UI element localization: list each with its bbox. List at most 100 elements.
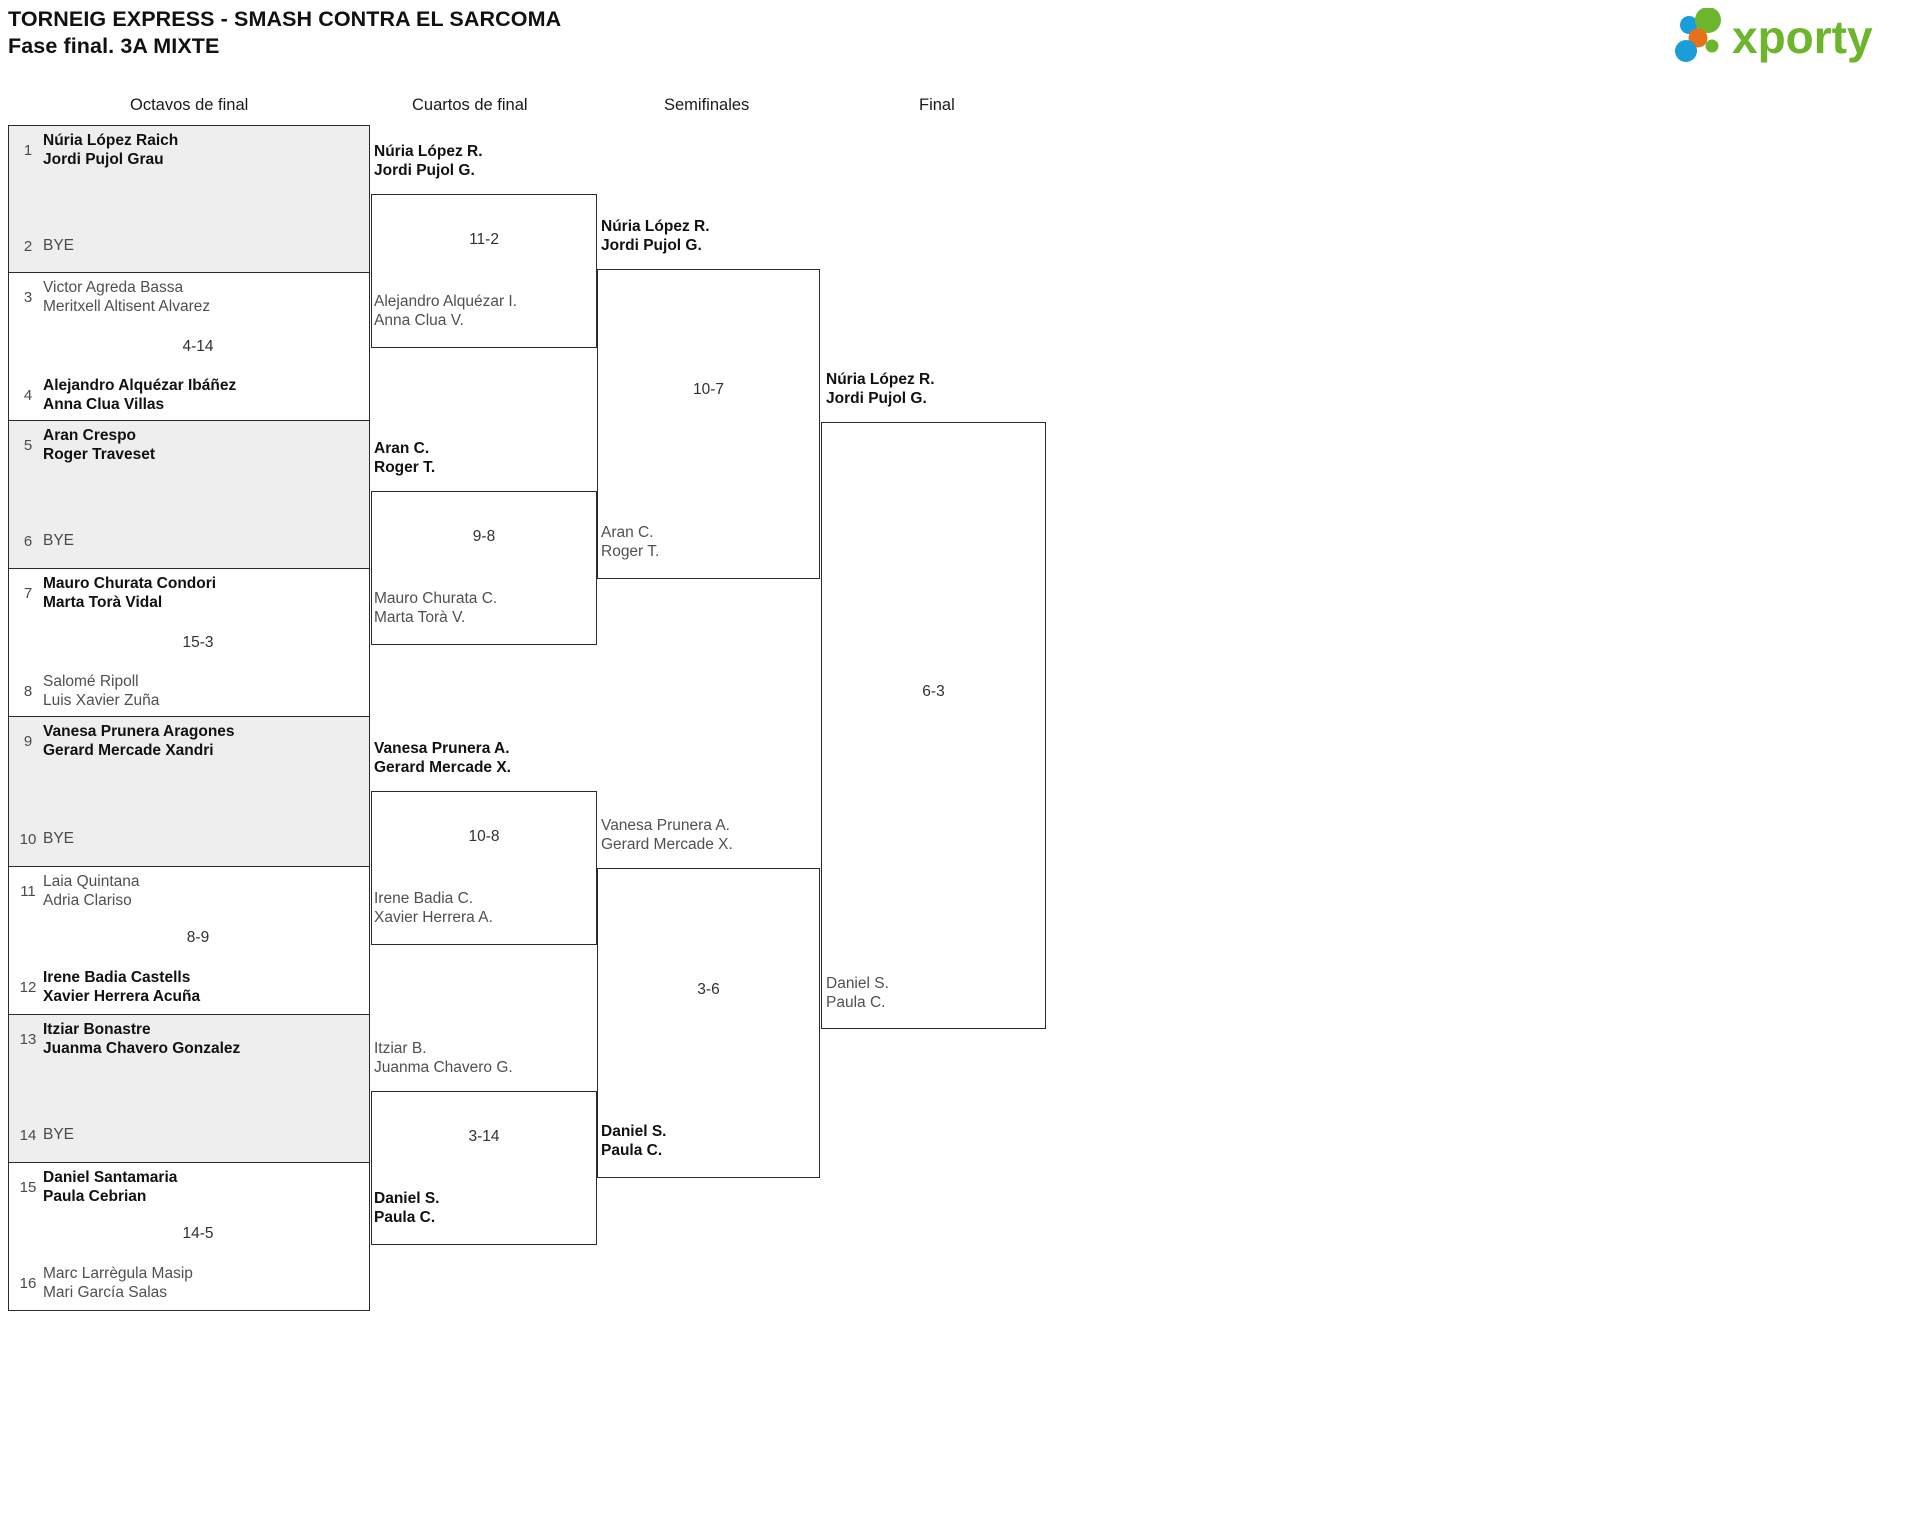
r16-block-1[interactable]: 1 Núria López Raich Jordi Pujol Grau 2 B… — [8, 125, 370, 273]
player-names: Victor Agreda Bassa Meritxell Altisent A… — [43, 279, 211, 315]
r16-slot-6[interactable]: 6 BYE — [9, 521, 369, 565]
player-names: Salomé Ripoll Luis Xavier Zuña — [43, 673, 160, 709]
seed-number: 16 — [19, 1275, 37, 1292]
r16-slot-4[interactable]: 4 Alejandro Alquézar Ibáñez Anna Clua Vi… — [9, 375, 369, 419]
bye-label: BYE — [43, 830, 75, 847]
qf2-matchbox[interactable] — [371, 491, 597, 645]
r16-block-2[interactable]: 3 Victor Agreda Bassa Meritxell Altisent… — [8, 273, 370, 421]
logo-dot-green-small — [1705, 39, 1719, 53]
seed-number: 3 — [23, 289, 33, 306]
qf1-top-names[interactable]: Núria López R. Jordi Pujol G. — [374, 143, 483, 179]
logo-dot-blue-bottom — [1675, 40, 1697, 62]
r16-slot-10[interactable]: 10 BYE — [9, 819, 369, 863]
sf2-top-names[interactable]: Vanesa Prunera A. Gerard Mercade X. — [601, 817, 733, 853]
sf1-bottom-names[interactable]: Aran C. Roger T. — [601, 524, 660, 560]
seed-number: 13 — [19, 1031, 37, 1048]
sf1-matchbox[interactable] — [597, 269, 820, 579]
r16-slot-9[interactable]: 9 Vanesa Prunera Aragones Gerard Mercade… — [9, 721, 369, 765]
r16-slot-1[interactable]: 1 Núria López Raich Jordi Pujol Grau — [9, 130, 369, 174]
qf2-bottom-names[interactable]: Mauro Churata C. Marta Torà V. — [374, 590, 498, 626]
r16-block-5[interactable]: 9 Vanesa Prunera Aragones Gerard Mercade… — [8, 717, 370, 867]
final-score: 6-3 — [922, 683, 945, 700]
player-names: Itziar Bonastre Juanma Chavero Gonzalez — [43, 1021, 241, 1057]
r16-block-8[interactable]: 15 Daniel Santamaria Paula Cebrian 14-5 … — [8, 1163, 370, 1311]
round-header-cuartos: Cuartos de final — [412, 96, 528, 114]
player-names: Irene Badia Castells Xavier Herrera Acuñ… — [43, 969, 201, 1005]
qf1-matchbox[interactable] — [371, 194, 597, 348]
qf4-top-names[interactable]: Itziar B. Juanma Chavero G. — [374, 1040, 513, 1076]
bye-label: BYE — [43, 237, 75, 254]
sf1-top-names[interactable]: Núria López R. Jordi Pujol G. — [601, 218, 710, 254]
r16-score-6: 8-9 — [186, 929, 210, 946]
r16-slot-3[interactable]: 3 Victor Agreda Bassa Meritxell Altisent… — [9, 277, 369, 321]
r16-slot-16[interactable]: 16 Marc Larrègula Masip Mari García Sala… — [9, 1263, 369, 1307]
sf1-score: 10-7 — [692, 381, 725, 398]
seed-number: 5 — [23, 437, 33, 454]
seed-number: 9 — [23, 733, 33, 750]
sf2-bottom-names[interactable]: Daniel S. Paula C. — [601, 1123, 667, 1159]
title-block: TORNEIG EXPRESS - SMASH CONTRA EL SARCOM… — [8, 6, 561, 60]
qf4-bottom-names[interactable]: Daniel S. Paula C. — [374, 1190, 440, 1226]
final-bottom-names[interactable]: Daniel S. Paula C. — [826, 975, 889, 1011]
final-matchbox[interactable] — [821, 422, 1046, 1029]
player-names: Aran Crespo Roger Traveset — [43, 427, 155, 463]
qf3-matchbox[interactable] — [371, 791, 597, 945]
r16-slot-8[interactable]: 8 Salomé Ripoll Luis Xavier Zuña — [9, 671, 369, 715]
qf1-score: 11-2 — [469, 231, 499, 248]
r16-slot-11[interactable]: 11 Laia Quintana Adria Clariso — [9, 871, 369, 915]
seed-number: 4 — [23, 387, 33, 404]
qf1-bottom-names[interactable]: Alejandro Alquézar I. Anna Clua V. — [374, 293, 518, 329]
sf2-score: 3-6 — [697, 981, 720, 998]
r16-score-2: 4-14 — [182, 338, 214, 355]
round-header-octavos: Octavos de final — [130, 96, 249, 114]
r16-slot-15[interactable]: 15 Daniel Santamaria Paula Cebrian — [9, 1167, 369, 1211]
player-names: Núria López Raich Jordi Pujol Grau — [43, 132, 179, 168]
r16-slot-13[interactable]: 13 Itziar Bonastre Juanma Chavero Gonzal… — [9, 1019, 369, 1063]
player-names: Marc Larrègula Masip Mari García Salas — [43, 1265, 193, 1301]
r16-slot-7[interactable]: 7 Mauro Churata Condori Marta Torà Vidal — [9, 573, 369, 617]
xporty-logo[interactable]: xporty — [1674, 8, 1906, 64]
r16-block-6[interactable]: 11 Laia Quintana Adria Clariso 8-9 12 Ir… — [8, 867, 370, 1015]
qf3-top-names[interactable]: Vanesa Prunera A. Gerard Mercade X. — [374, 740, 511, 776]
r16-score-4: 15-3 — [182, 634, 214, 651]
player-names: Laia Quintana Adria Clariso — [43, 873, 140, 909]
seed-number: 1 — [23, 142, 33, 159]
r16-block-7[interactable]: 13 Itziar Bonastre Juanma Chavero Gonzal… — [8, 1015, 370, 1163]
seed-number: 10 — [19, 831, 37, 848]
qf4-matchbox[interactable] — [371, 1091, 597, 1245]
logo-dot-green-top — [1695, 8, 1721, 33]
tournament-title: TORNEIG EXPRESS - SMASH CONTRA EL SARCOM… — [8, 7, 562, 31]
player-names: Mauro Churata Condori Marta Torà Vidal — [43, 575, 217, 611]
seed-number: 14 — [19, 1127, 37, 1144]
r16-slot-5[interactable]: 5 Aran Crespo Roger Traveset — [9, 425, 369, 469]
logo-wordmark: xporty — [1732, 11, 1873, 63]
r16-slot-12[interactable]: 12 Irene Badia Castells Xavier Herrera A… — [9, 967, 369, 1011]
r16-score-8: 14-5 — [182, 1225, 214, 1242]
bye-label: BYE — [43, 532, 75, 549]
qf2-top-names[interactable]: Aran C. Roger T. — [374, 440, 436, 476]
qf3-score: 10-8 — [468, 828, 500, 845]
round-header-final: Final — [919, 96, 955, 114]
seed-number: 15 — [19, 1179, 37, 1196]
sf2-matchbox[interactable] — [597, 868, 820, 1178]
qf2-score: 9-8 — [472, 528, 496, 545]
logo-dot-blue-top — [1680, 16, 1698, 34]
seed-number: 8 — [23, 683, 33, 700]
round-header-semifinales: Semifinales — [664, 96, 750, 114]
seed-number: 7 — [23, 585, 33, 602]
seed-number: 6 — [23, 533, 33, 550]
r16-slot-14[interactable]: 14 BYE — [9, 1115, 369, 1159]
r16-block-4[interactable]: 7 Mauro Churata Condori Marta Torà Vidal… — [8, 569, 370, 717]
seed-number: 12 — [19, 979, 37, 996]
tournament-subtitle: Fase final. 3A MIXTE — [8, 34, 220, 58]
qf4-score: 3-14 — [468, 1128, 500, 1145]
qf3-bottom-names[interactable]: Irene Badia C. Xavier Herrera A. — [374, 890, 493, 926]
player-names: Vanesa Prunera Aragones Gerard Mercade X… — [43, 723, 235, 759]
r16-block-3[interactable]: 5 Aran Crespo Roger Traveset 6 BYE — [8, 421, 370, 569]
player-names: Alejandro Alquézar Ibáñez Anna Clua Vill… — [43, 377, 237, 413]
final-top-names[interactable]: Núria López R. Jordi Pujol G. — [826, 371, 935, 407]
seed-number: 11 — [20, 883, 36, 900]
r16-slot-2[interactable]: 2 BYE — [9, 226, 369, 270]
page-header: TORNEIG EXPRESS - SMASH CONTRA EL SARCOM… — [0, 0, 1920, 70]
